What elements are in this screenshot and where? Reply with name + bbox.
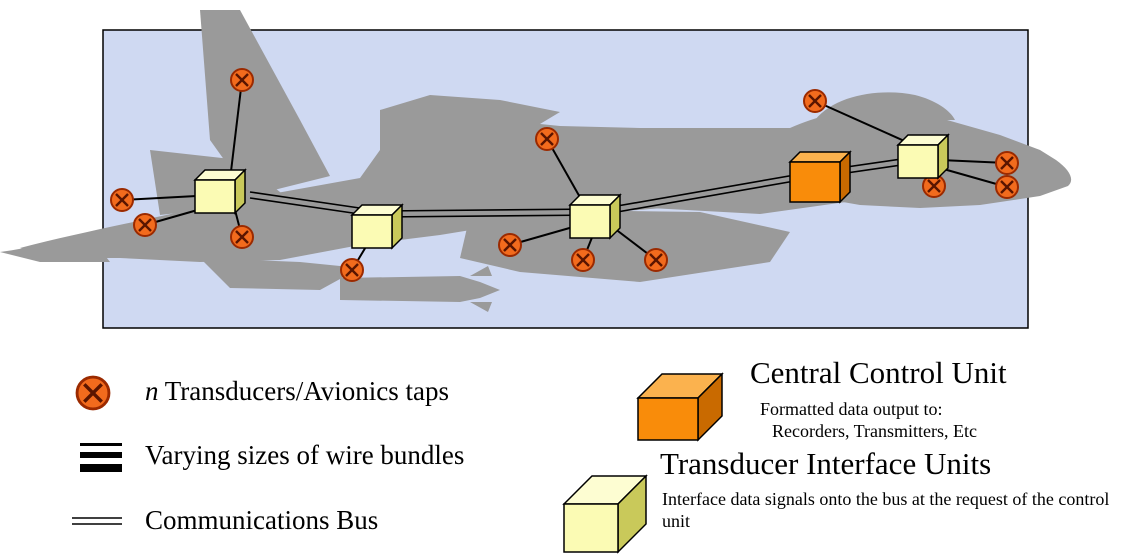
legend-central-control-unit-icon [636, 372, 724, 442]
legend-wire-bundle-icon [80, 443, 122, 472]
legend-interface-unit-icon [562, 474, 648, 554]
transducer-icon [802, 88, 828, 114]
interface-unit-icon [569, 194, 621, 239]
central-control-unit-icon [789, 151, 851, 203]
transducer-icon [132, 212, 158, 238]
legend-wire-bundles-label: Varying sizes of wire bundles [145, 440, 465, 470]
transducer-icon [229, 67, 255, 93]
transducer-icon [229, 224, 255, 250]
interface-units-desc: Interface data signals onto the bus at t… [662, 489, 1110, 531]
central-control-unit-desc-line2: Recorders, Transmitters, Etc [772, 421, 977, 441]
transducer-icon [994, 174, 1020, 200]
interface-unit-icon [897, 134, 949, 179]
transducer-icon [570, 247, 596, 273]
legend-bus-label: Communications Bus [145, 505, 379, 535]
transducer-icon [643, 247, 669, 273]
transducer-icon [994, 150, 1020, 176]
interface-unit-icon [194, 169, 246, 214]
central-control-unit-desc-line1: Formatted data output to: [760, 399, 943, 419]
legend-transducer-icon [75, 375, 111, 411]
transducer-icon [339, 257, 365, 283]
interface-unit-icon [351, 204, 403, 249]
legend-transducers-label: n Transducers/Avionics taps [145, 376, 449, 407]
transducer-icon [534, 126, 560, 152]
central-control-unit-title: Central Control Unit [750, 355, 1007, 390]
aircraft-silhouette [0, 10, 1072, 312]
legend-bus-icon [72, 517, 122, 525]
transducer-icon [109, 187, 135, 213]
transducer-icon [497, 232, 523, 258]
legend-transducers-n: n [145, 376, 159, 406]
legend-transducers-text: Transducers/Avionics taps [164, 376, 449, 406]
interface-units-title: Transducer Interface Units [660, 446, 992, 481]
